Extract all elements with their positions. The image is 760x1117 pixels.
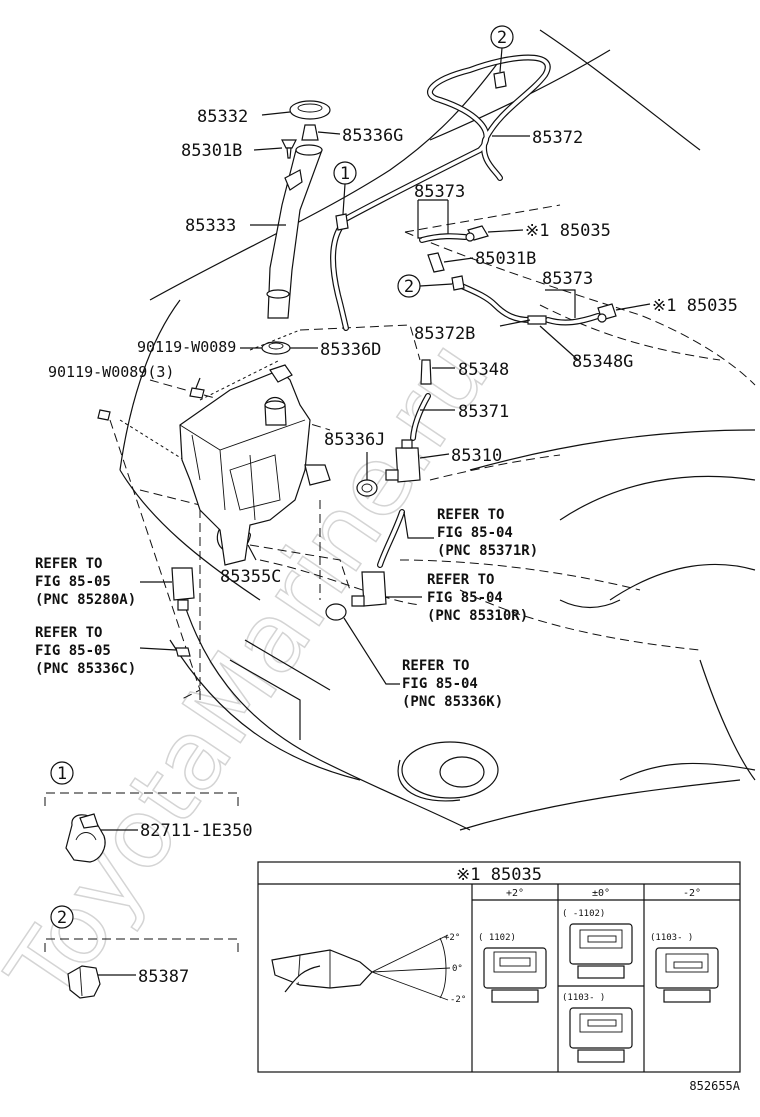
ref-3-line-3: (PNC 85280A) <box>35 592 136 608</box>
inset-1: 1 82711-1E350 <box>44 761 253 863</box>
svg-text:( -1102): ( -1102) <box>562 909 605 919</box>
label-85372B: 85372B <box>414 324 475 344</box>
label-85310: 85310 <box>451 446 502 466</box>
label-85348: 85348 <box>458 360 509 380</box>
clip-85387-shape <box>67 965 101 999</box>
washer-hoses <box>216 54 601 568</box>
label-85301B: 85301B <box>181 141 242 161</box>
label-90119-b: 90119-W0089(3) <box>48 363 174 381</box>
leader-lines <box>98 47 651 976</box>
label-85348G: 85348G <box>572 352 633 372</box>
ref-4-line-2: FIG 85-05 <box>35 643 111 659</box>
part-labels: 85332 85301B 85336G 85372 85333 85373 ※1… <box>48 107 738 587</box>
nozzle-adjust-table: ※1 85035 +2° ±0° -2° +2° 0° -2° ( 1102) <box>257 861 741 1073</box>
inset-2-part: 85387 <box>138 967 189 987</box>
ref-2-line-1: REFER TO <box>427 572 494 588</box>
callout-2-hose <box>397 274 421 298</box>
callout-2-hose-label: 2 <box>404 277 414 297</box>
ref-3-line-1: REFER TO <box>35 556 102 572</box>
col-plus2: +2° <box>506 888 524 899</box>
ref-4-line-3: (PNC 85336C) <box>35 661 136 677</box>
col-zero: ±0° <box>592 888 610 899</box>
inset-2: 2 85387 <box>44 905 239 999</box>
svg-text:( 1102): ( 1102) <box>478 933 516 943</box>
angle-plus2: +2° <box>444 933 460 943</box>
connector-zero-b: (1103- ) <box>562 993 633 1063</box>
pump-85310-shape <box>395 447 421 483</box>
table-title: ※1 85035 <box>456 865 542 885</box>
label-85355C: 85355C <box>220 567 281 587</box>
inset-1-number: 1 <box>57 764 67 784</box>
ref-5-line-1: REFER TO <box>402 658 469 674</box>
refer-notes: REFER TO FIG 85-04 (PNC 85371R) REFER TO… <box>35 507 538 710</box>
ref-4-line-1: REFER TO <box>35 625 102 641</box>
ref-1-line-3: (PNC 85371R) <box>437 543 538 559</box>
label-85336G: 85336G <box>342 126 403 146</box>
connector-minus2: (1103- ) <box>650 933 719 1003</box>
callout-1-hose-label: 1 <box>340 164 350 184</box>
label-85332: 85332 <box>197 107 248 127</box>
label-85035-lower: ※1 85035 <box>652 296 738 316</box>
connector-plus2: ( 1102) <box>478 933 547 1003</box>
label-85371: 85371 <box>458 402 509 422</box>
figure-id: 852655A <box>689 1079 740 1093</box>
label-85373-lower: 85373 <box>542 269 593 289</box>
svg-text:(1103- ): (1103- ) <box>562 993 605 1003</box>
label-85336J: 85336J <box>324 430 385 450</box>
callout-2-top-label: 2 <box>497 28 507 48</box>
callout-1-hose <box>333 161 357 185</box>
svg-text:(1103- ): (1103- ) <box>650 933 693 943</box>
label-85373-upper: 85373 <box>414 182 465 202</box>
ref-5-line-2: FIG 85-04 <box>402 676 478 692</box>
label-85372: 85372 <box>532 128 583 148</box>
inset-1-part: 82711-1E350 <box>140 821 253 841</box>
label-90119-a: 90119-W0089 <box>137 338 236 356</box>
label-85035-upper: ※1 85035 <box>525 221 611 241</box>
col-minus2: -2° <box>683 888 701 899</box>
inset-2-number: 2 <box>57 908 67 928</box>
label-85031B: 85031B <box>475 249 536 269</box>
ref-3-line-2: FIG 85-05 <box>35 574 111 590</box>
callout-2-top <box>490 25 514 49</box>
ref-5-line-3: (PNC 85336K) <box>402 694 503 710</box>
ref-2-line-3: (PNC 85310R) <box>427 608 528 624</box>
connector-zero-a: ( -1102) <box>562 909 633 979</box>
ref-1-line-2: FIG 85-04 <box>437 525 513 541</box>
angle-minus2: -2° <box>450 995 466 1005</box>
ref-1-line-1: REFER TO <box>437 507 504 523</box>
label-85333: 85333 <box>185 216 236 236</box>
washer-parts <box>97 71 617 657</box>
angle-zero: 0° <box>452 964 463 974</box>
label-85336D: 85336D <box>320 340 381 360</box>
ref-2-line-2: FIG 85-04 <box>427 590 503 606</box>
